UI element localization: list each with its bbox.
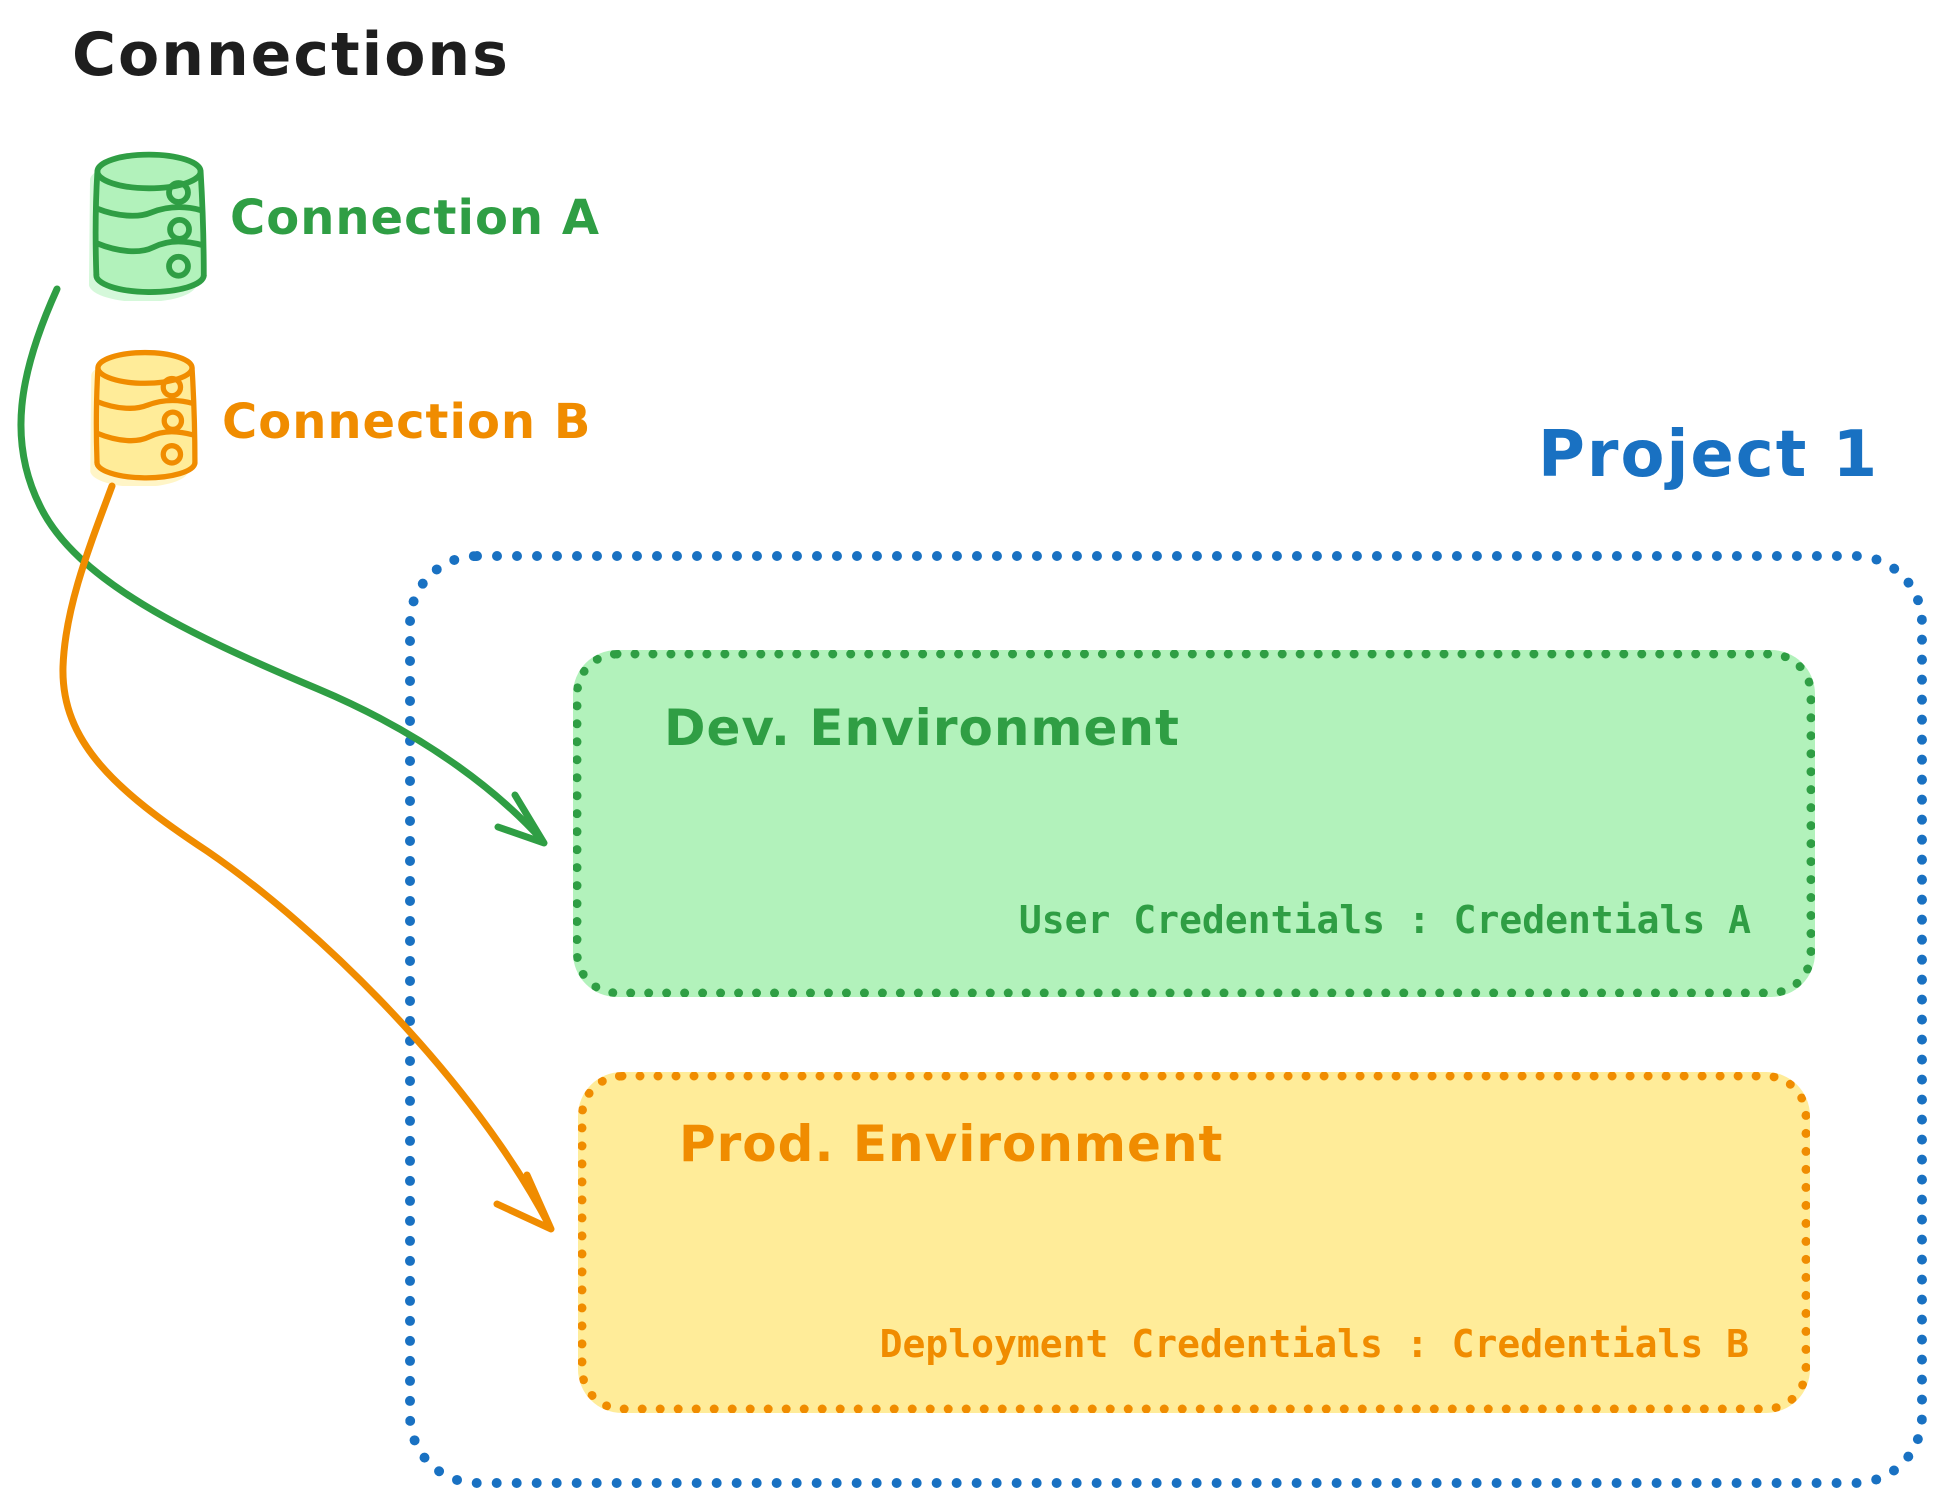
connection-b-label: Connection B bbox=[222, 394, 592, 450]
database-icon-connection-b bbox=[86, 342, 204, 486]
connection-a-label: Connection A bbox=[230, 190, 600, 246]
dev-environment-box: Dev. Environment User Credentials : Cred… bbox=[573, 650, 1815, 997]
prod-environment-label: Prod. Environment bbox=[679, 1115, 1224, 1173]
database-icon-connection-a bbox=[84, 143, 214, 301]
project-title: Project 1 bbox=[1538, 418, 1880, 492]
prod-environment-credentials: Deployment Credentials : Credentials B bbox=[879, 1322, 1749, 1366]
prod-environment-box: Prod. Environment Deployment Credentials… bbox=[578, 1072, 1810, 1413]
page-title: Connections bbox=[72, 20, 510, 90]
dev-environment-credentials: User Credentials : Credentials A bbox=[1018, 898, 1751, 942]
dev-environment-label: Dev. Environment bbox=[664, 699, 1180, 757]
